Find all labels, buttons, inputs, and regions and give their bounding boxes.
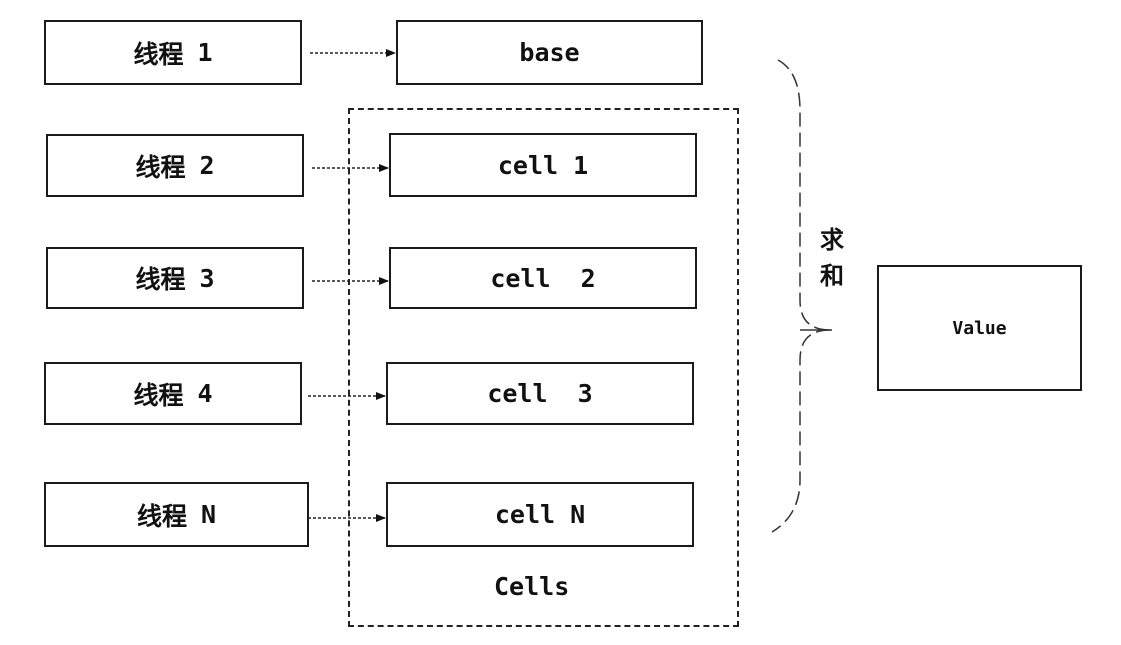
sum-label-line2: 和	[820, 261, 844, 290]
thread-name: 线程	[136, 501, 187, 531]
cell-box-2: cell 2	[389, 247, 697, 309]
cell-label: cell N	[494, 500, 586, 529]
cell-box-3: cell 3	[386, 362, 694, 425]
thread-box-n: 线程 N	[44, 482, 309, 547]
thread-number: 2	[199, 151, 215, 180]
thread-number: 4	[197, 379, 213, 408]
base-label: base	[519, 38, 580, 67]
thread-number: 1	[197, 38, 213, 67]
thread-box-2: 线程 2	[46, 134, 304, 197]
sum-brace	[771, 59, 831, 533]
cells-group	[348, 108, 739, 627]
thread-name: 线程	[135, 265, 186, 294]
cell-label: cell 3	[487, 379, 593, 408]
cell-box-1: cell 1	[389, 133, 697, 197]
sum-label: 求 和	[812, 222, 852, 294]
thread-name: 线程	[135, 152, 186, 182]
thread-name: 线程	[133, 380, 184, 410]
thread-name: 线程	[133, 39, 184, 69]
cell-box-n: cell N	[386, 482, 694, 547]
sum-label-line1: 求	[820, 225, 844, 254]
base-box: base	[396, 20, 703, 85]
thread-number: 3	[199, 263, 215, 293]
cells-group-label: Cells	[494, 572, 570, 601]
thread-box-3: 线程 3	[46, 247, 304, 309]
thread-number: N	[200, 500, 217, 529]
thread-box-1: 线程 1	[44, 20, 302, 85]
value-label: Value	[952, 317, 1007, 339]
cell-label: cell 2	[490, 263, 596, 293]
value-box: Value	[877, 265, 1082, 391]
thread-box-4: 线程 4	[44, 362, 302, 425]
cell-label: cell 1	[497, 150, 589, 180]
